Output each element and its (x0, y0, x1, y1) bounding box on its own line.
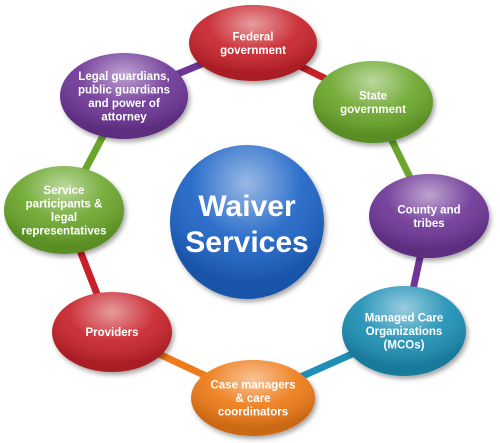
node-label-line: attorney (101, 111, 147, 123)
node-federal-government: Federal government (189, 5, 317, 81)
node-label-line: State (359, 90, 387, 102)
node-label-line: County and (397, 204, 460, 216)
node-label-line: (MCOs) (384, 340, 425, 352)
node-label-line: government (340, 104, 406, 116)
node-label-line: Federal (233, 31, 274, 43)
center-title-line: Services (185, 226, 308, 259)
node-label: County and tribes (397, 204, 460, 230)
node-label: Case managers& care coordinators (210, 380, 295, 419)
node-label-line: legal (51, 212, 77, 224)
node-gloss (60, 53, 188, 139)
node-providers: Providers (52, 292, 172, 372)
node-label: Providers (85, 327, 138, 339)
node-gloss (313, 61, 433, 143)
node-label-line: public guardians (78, 84, 170, 96)
center-title-line: Waiver (198, 190, 296, 223)
node-label: Federal government (220, 31, 286, 57)
node-gloss (369, 174, 489, 258)
center-circle-gloss (170, 145, 324, 299)
node-label-line: and power of (88, 98, 160, 110)
node-legal-guardians: Legal guardians,public guardians and powe… (60, 53, 188, 139)
node-label-line: Providers (85, 327, 138, 339)
node-label-line: Organizations (366, 326, 443, 338)
node-label-line: Service (44, 185, 85, 197)
node-case-managers: Case managers& care coordinators (191, 360, 315, 436)
node-label-line: Managed Care (365, 313, 444, 325)
node-label: State government (340, 90, 406, 116)
node-label-line: tribes (413, 218, 444, 230)
node-gloss (191, 360, 315, 436)
node-label-line: Legal guardians, (78, 71, 169, 83)
node-label-line: government (220, 45, 286, 57)
node-label-line: participants & (26, 198, 103, 210)
node-gloss (342, 286, 466, 376)
node-gloss (52, 292, 172, 372)
node-label-line: coordinators (218, 407, 288, 419)
node-label-line: Case managers (210, 380, 295, 392)
node-county-and-tribes: County and tribes (369, 174, 489, 258)
node-label: Legal guardians,public guardians and powe… (78, 71, 170, 124)
node-state-government: State government (313, 61, 433, 143)
node-label-line: representatives (21, 225, 106, 237)
node-gloss (4, 166, 124, 254)
node-gloss (189, 5, 317, 81)
node-label-line: & care (235, 393, 270, 405)
